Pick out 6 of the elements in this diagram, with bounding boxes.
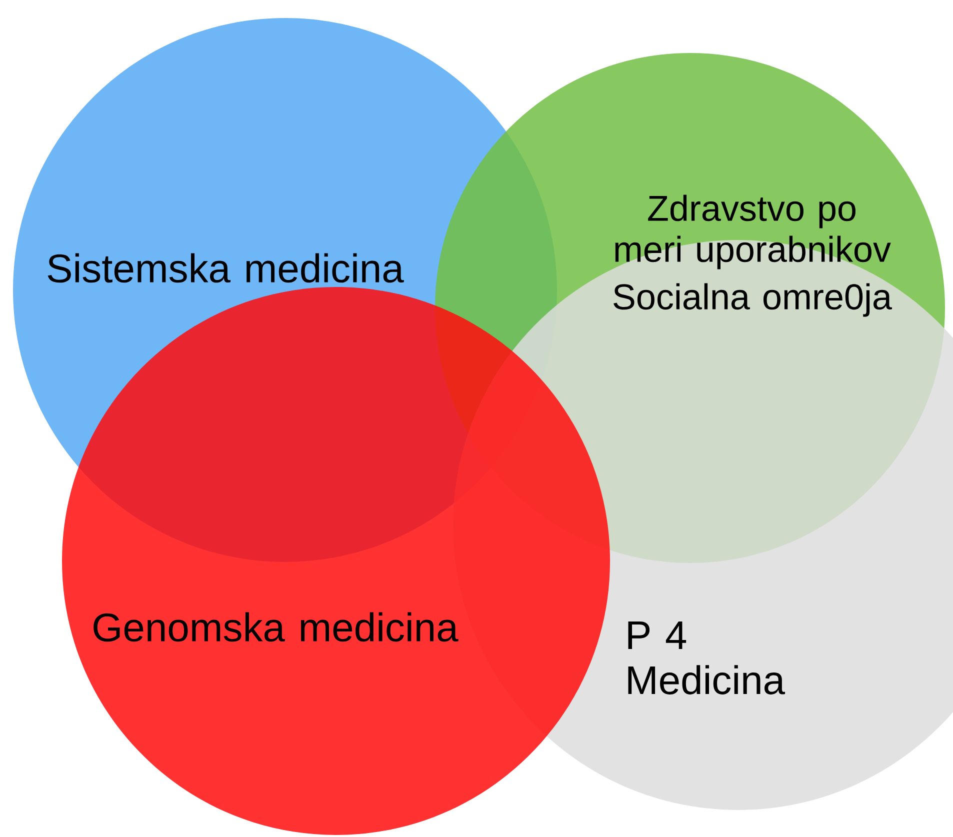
venn-circle	[62, 286, 610, 835]
circle-label: Genomska medicina	[94, 612, 458, 642]
circle-label: Sistemska medicina	[48, 253, 404, 283]
circle-label: P 4 Medicina	[628, 622, 786, 694]
circle-label: Socialna omre0ja	[614, 283, 892, 317]
circle-label: Zdravstvo po meri uporabnikov	[615, 194, 891, 270]
